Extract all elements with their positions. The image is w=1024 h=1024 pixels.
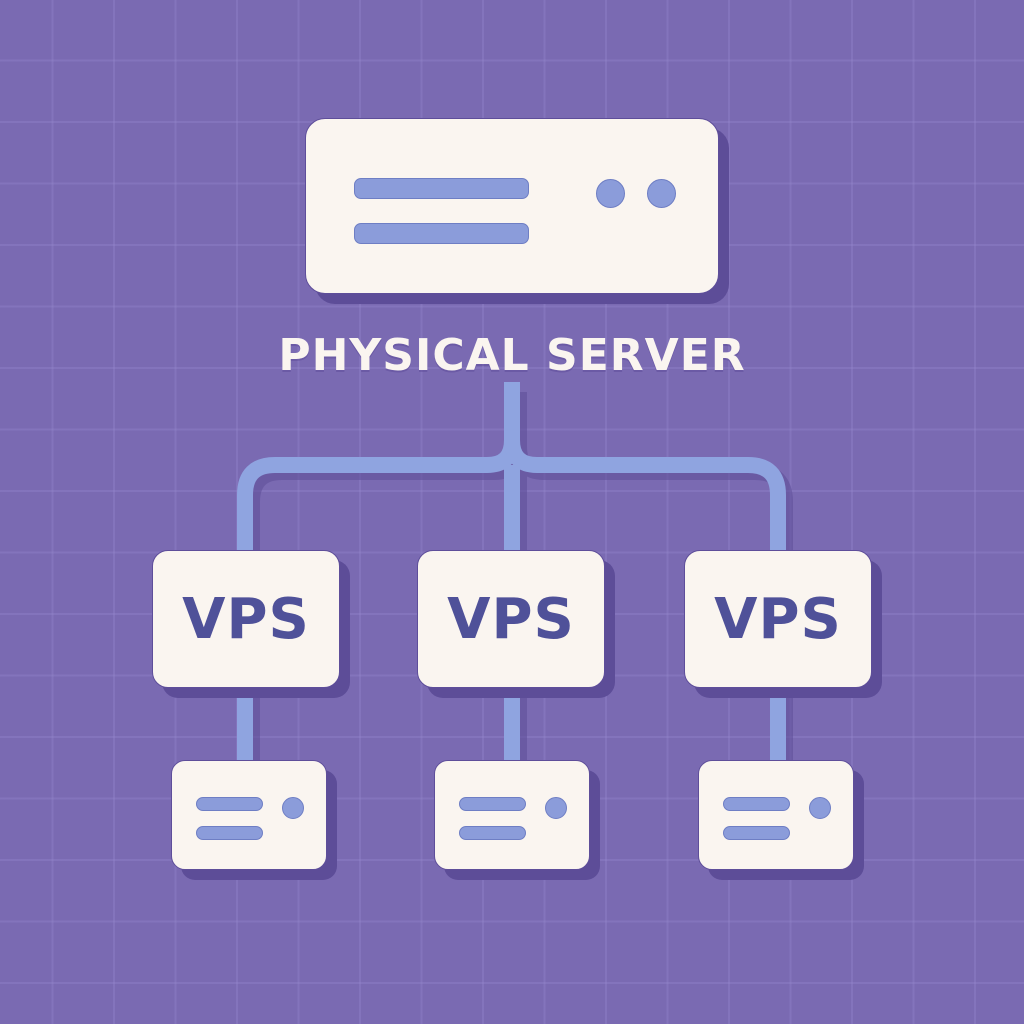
vps-card-1: VPS	[152, 550, 340, 688]
physical-server-card	[305, 118, 719, 294]
server-slot-bar	[723, 826, 790, 840]
connector-trunk-right	[504, 439, 786, 552]
vps-card-2: VPS	[417, 550, 605, 688]
indicator-light	[809, 797, 831, 819]
vps-server-card-3	[698, 760, 854, 870]
vps-label: VPS	[182, 586, 310, 652]
server-slot-bar	[354, 223, 529, 244]
indicator-light	[596, 179, 625, 208]
physical-server-label: PHYSICAL SERVER	[278, 330, 746, 381]
server-slot-bar	[459, 826, 526, 840]
connector-trunk-left	[237, 382, 520, 552]
server-slot-bar	[354, 178, 529, 199]
server-slot-bar	[459, 797, 526, 811]
indicator-light	[282, 797, 304, 819]
vps-label: VPS	[714, 586, 842, 652]
server-slot-bar	[196, 797, 263, 811]
indicator-light	[545, 797, 567, 819]
vps-server-card-2	[434, 760, 590, 870]
server-slot-bar	[723, 797, 790, 811]
vps-server-card-1	[171, 760, 327, 870]
indicator-light	[647, 179, 676, 208]
server-slot-bar	[196, 826, 263, 840]
vps-card-3: VPS	[684, 550, 872, 688]
vps-label: VPS	[447, 586, 575, 652]
